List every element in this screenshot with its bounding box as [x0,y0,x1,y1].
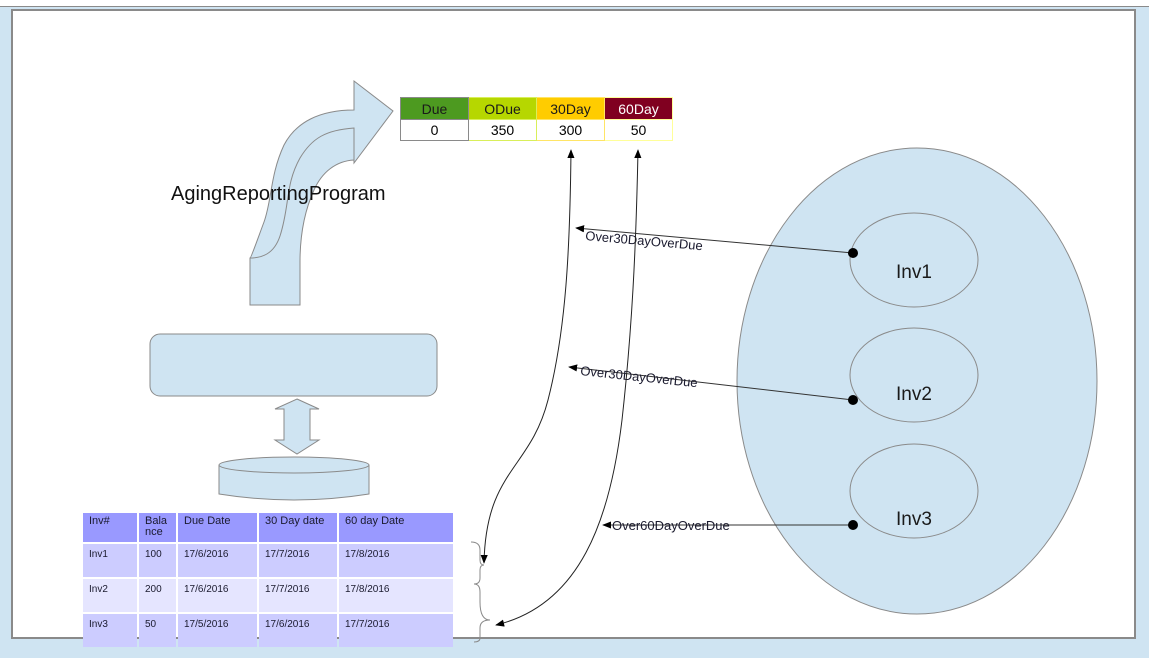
cell-due-date: 17/6/2016 [178,579,257,612]
cell-60day-date: 17/8/2016 [339,544,453,577]
table-row: Inv3 50 17/5/2016 17/6/2016 17/7/2016 [83,614,453,647]
invoice-node-1[interactable] [849,212,979,308]
program-flow-arrow [249,79,394,306]
summary-header-due: Due [400,97,469,120]
cell-inv: Inv1 [83,544,137,577]
brace-row-1 [470,541,485,585]
summary-header-60day: 60Day [604,97,673,120]
aging-summary-header-row: Due ODue 30Day 60Day [400,97,673,120]
application-box [149,333,438,397]
cell-60day-date: 17/7/2016 [339,614,453,647]
col-header-30day-date: 30 Day date [259,513,337,542]
link-arrow-60day [495,149,642,627]
relation-dot-3 [848,520,858,530]
cell-60day-date: 17/8/2016 [339,579,453,612]
cell-balance: 50 [139,614,176,647]
summary-header-30day: 30Day [536,97,605,120]
cell-due-date: 17/6/2016 [178,544,257,577]
cell-inv: Inv2 [83,579,137,612]
invoice-node-2[interactable] [849,327,979,423]
col-header-due-date: Due Date [178,513,257,542]
invoice-node-1-label: Inv1 [896,262,932,283]
invoice-node-2-label: Inv2 [896,384,932,405]
cell-30day-date: 17/7/2016 [259,544,337,577]
relation-label-3: Over60DayOverDue [612,518,730,533]
cell-balance: 200 [139,579,176,612]
relation-label-2: Over30DayOverDue [580,363,699,390]
cell-30day-date: 17/6/2016 [259,614,337,647]
relation-label-1: Over30DayOverDue [585,228,704,253]
link-arrow-30day [480,149,575,564]
relation-dot-1 [848,248,858,258]
brace-rows-2-3 [473,583,491,643]
relation-dot-2 [848,395,858,405]
summary-value-due: 0 [400,119,469,141]
cell-balance: 100 [139,544,176,577]
col-header-balance: Bala nce [139,513,176,542]
aging-summary-table: Due ODue 30Day 60Day 0 350 300 50 [400,97,673,141]
invoice-table-header: Inv# Bala nce Due Date 30 Day date 60 da… [83,513,453,542]
col-header-60day-date: 60 day Date [339,513,453,542]
program-label: AgingReportingProgram [171,183,386,205]
summary-value-odue: 350 [468,119,537,141]
col-header-inv: Inv# [83,513,137,542]
aging-summary-value-row: 0 350 300 50 [400,119,673,141]
cell-inv: Inv3 [83,614,137,647]
summary-header-odue: ODue [468,97,537,120]
bidirectional-arrow-icon [273,398,321,455]
cell-due-date: 17/5/2016 [178,614,257,647]
cell-30day-date: 17/7/2016 [259,579,337,612]
invoice-node-3-label: Inv3 [896,509,932,530]
table-row: Inv1 100 17/6/2016 17/7/2016 17/8/2016 [83,544,453,577]
summary-value-30day: 300 [536,119,605,141]
invoice-node-3[interactable] [849,443,979,539]
table-row: Inv2 200 17/6/2016 17/7/2016 17/8/2016 [83,579,453,612]
database-icon [218,456,370,501]
invoice-table: Inv# Bala nce Due Date 30 Day date 60 da… [81,511,455,649]
summary-value-60day: 50 [604,119,673,141]
